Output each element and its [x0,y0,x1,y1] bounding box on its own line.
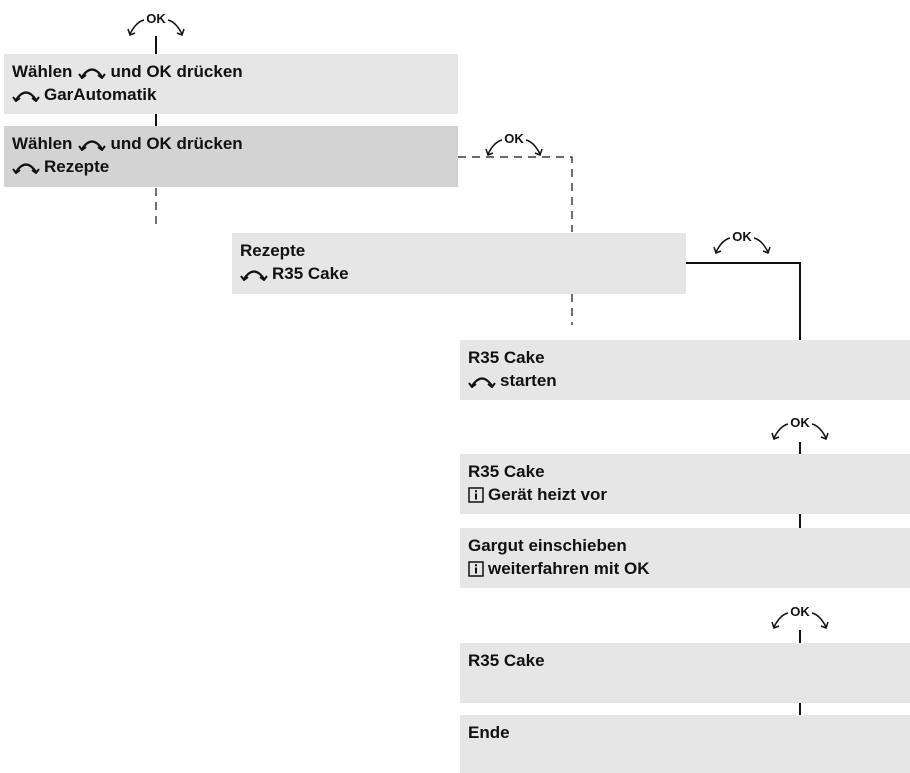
rotary-arrow-icon [78,137,107,151]
menu-box-ende: Ende [460,715,910,773]
menu-box-select-rezepte: Wählen und OK drücken Rezepte [4,126,458,187]
menu-box-rezepte-r35-cake: Rezepte R35 Cake [232,233,686,294]
menu-box-gargut-einschieben: Gargut einschieben weiterfahren mit OK [460,528,910,588]
box-text: Rezepte [44,157,110,176]
ok-label: OK [504,131,524,146]
box-text: R35 Cake [272,264,349,283]
menu-box-r35-cake-starten: R35 Cake starten [460,340,910,400]
ok-label: OK [790,604,810,619]
connector-b2-to-b3-dashed [458,156,573,232]
ok-marker: OK [770,408,830,444]
ok-marker: OK [770,597,830,633]
menu-box-select-garautomatik: Wählen und OK drücken GarAutomatik [4,54,458,114]
box-text: Rezepte [240,241,306,260]
box-text: Wählen [12,62,73,81]
info-icon [468,560,484,577]
box-text: Gerät heizt vor [488,485,608,504]
box-text: Ende [468,723,510,742]
rotary-arrow-icon [240,267,268,281]
menu-box-r35-cake: R35 Cake [460,643,910,703]
rotary-arrow-icon [78,65,107,79]
rotary-arrow-icon [468,374,496,388]
ok-marker: OK [126,4,186,40]
info-icon [468,486,484,503]
box-text: R35 Cake [468,651,545,670]
box-text: Gargut einschieben [468,536,627,555]
box-text: GarAutomatik [44,85,157,104]
box-text: und OK drücken [110,62,243,81]
ok-label: OK [146,11,166,26]
box-text: starten [500,371,557,390]
menu-box-geraet-heizt-vor: R35 Cake Gerät heizt vor [460,454,910,514]
ok-marker: OK [484,124,544,160]
box-text: und OK drücken [110,134,243,153]
rotary-arrow-icon [12,88,40,102]
ok-marker: OK [712,222,772,258]
ok-label: OK [732,229,752,244]
connector-b3-to-b4 [686,262,801,340]
ok-label: OK [790,415,810,430]
rotary-arrow-icon [12,160,40,174]
box-text: Wählen [12,134,73,153]
box-text: weiterfahren mit OK [488,559,650,578]
box-text: R35 Cake [468,462,545,481]
box-text: R35 Cake [468,348,545,367]
